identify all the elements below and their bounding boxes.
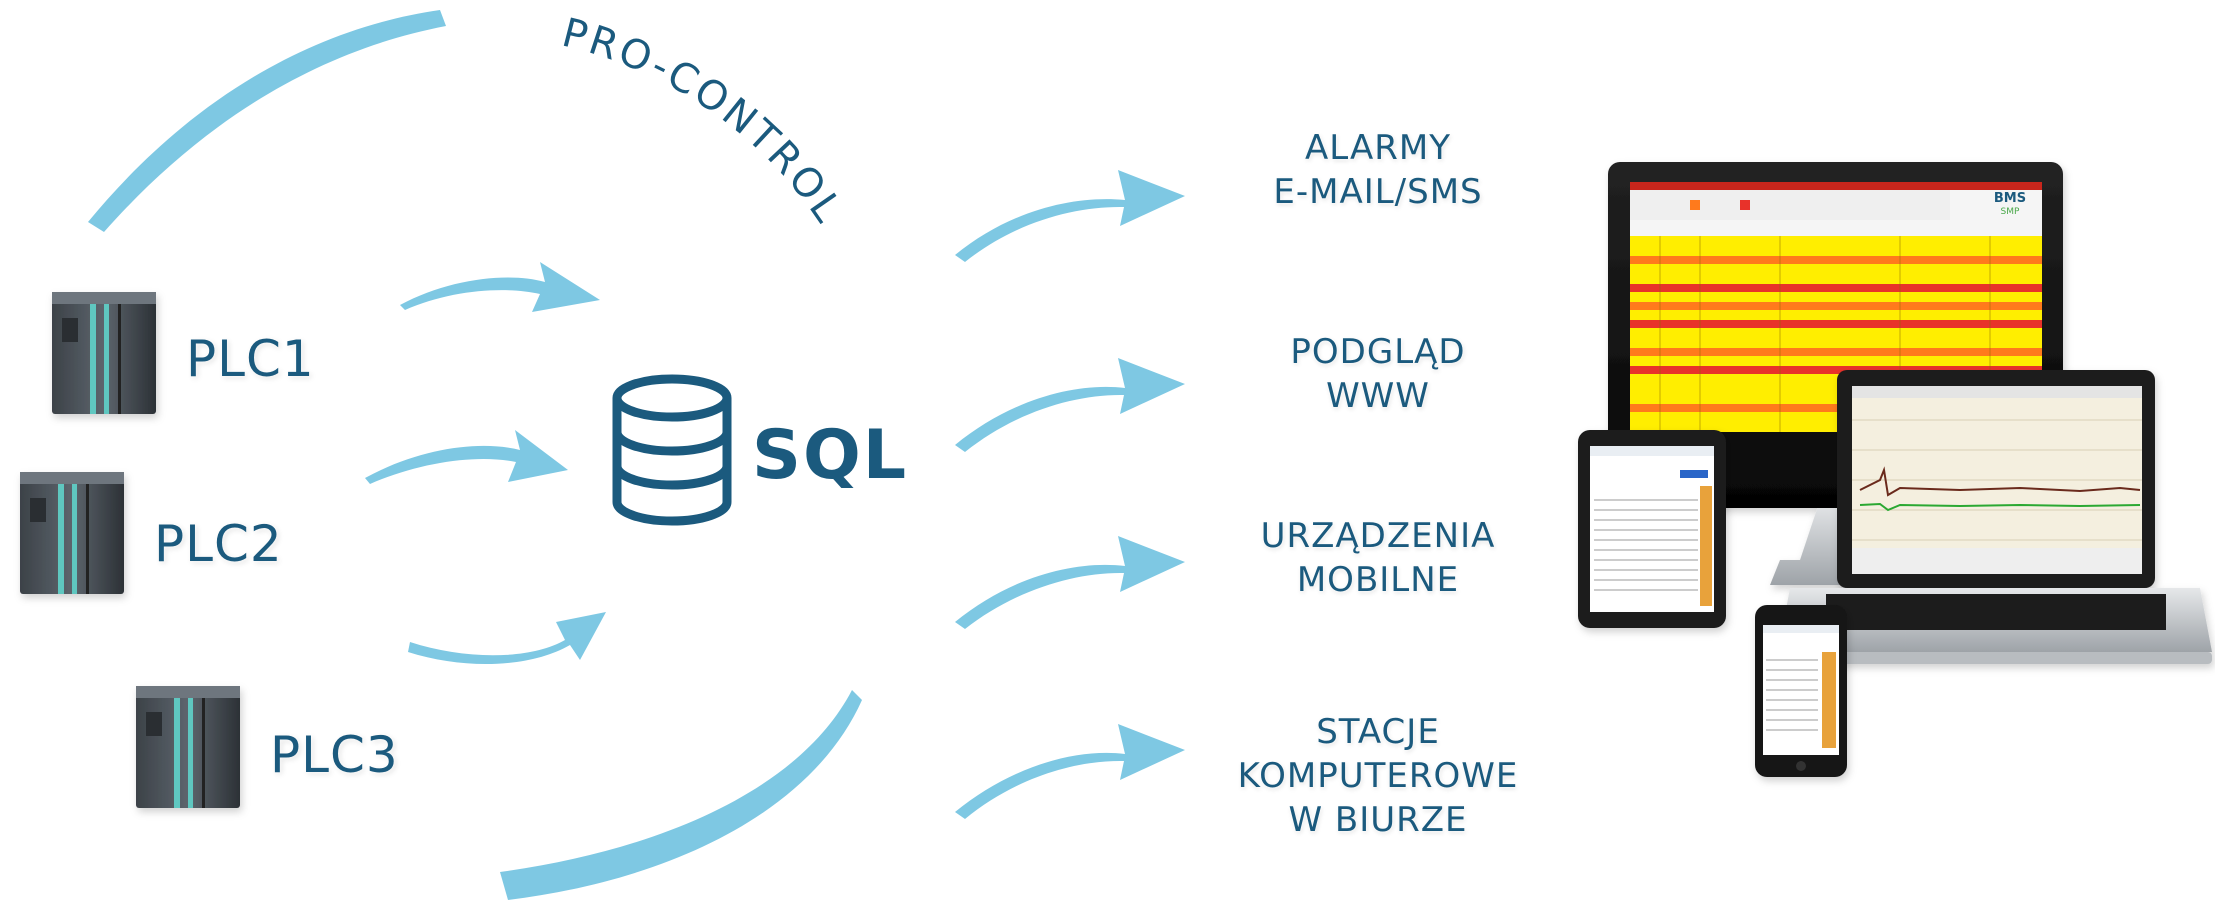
plc3-module-icon: [136, 686, 240, 808]
output-urzadzenia-line2: MOBILNE: [1296, 560, 1460, 600]
arrow-to-stacje: [955, 724, 1185, 819]
output-alarmy-line2: E-MAIL/SMS: [1273, 172, 1483, 212]
plc2-label: PLC2: [154, 515, 283, 573]
laptop-icon: [1778, 370, 2212, 664]
database-icon: [612, 374, 732, 526]
arrow-to-urzadzenia: [955, 536, 1185, 629]
arrow-plc1-to-sql: [400, 262, 600, 312]
sql-label: SQL: [752, 416, 909, 495]
arrow-to-alarmy: [955, 170, 1185, 262]
output-podglad-line2: WWW: [1326, 376, 1430, 416]
output-alarmy-line1: ALARMY: [1305, 128, 1451, 168]
bottom-swoosh: [500, 690, 862, 900]
arrow-plc2-to-sql: [365, 430, 568, 484]
tablet-icon: [1578, 430, 1726, 628]
output-urzadzenia: URZĄDZENIA MOBILNE: [1213, 514, 1543, 602]
arrow-plc3-to-sql: [408, 612, 606, 665]
output-stacje-line2: KOMPUTEROWE: [1237, 756, 1519, 796]
monitor-logo-sub: SMP: [2001, 207, 2020, 217]
output-podglad: PODGLĄD WWW: [1213, 330, 1543, 418]
output-stacje-line1: STACJE: [1316, 712, 1440, 752]
pro-control-title: PRO-CONTROL: [558, 10, 852, 233]
monitor-logo: BMS: [1994, 191, 2026, 206]
plc2-module-icon: [20, 472, 124, 594]
plc1-label: PLC1: [186, 330, 315, 388]
output-urzadzenia-line1: URZĄDZENIA: [1260, 516, 1496, 556]
output-alarmy: ALARMY E-MAIL/SMS: [1213, 126, 1543, 214]
arrow-to-podglad: [955, 358, 1185, 452]
output-stacje: STACJE KOMPUTEROWE W BIURZE: [1213, 710, 1543, 842]
output-podglad-line1: PODGLĄD: [1290, 332, 1466, 372]
plc1-module-icon: [52, 292, 156, 414]
output-stacje-line3: W BIURZE: [1288, 800, 1468, 840]
smartphone-icon: [1755, 605, 1847, 777]
plc3-label: PLC3: [270, 726, 399, 784]
top-swoosh: [88, 10, 446, 232]
